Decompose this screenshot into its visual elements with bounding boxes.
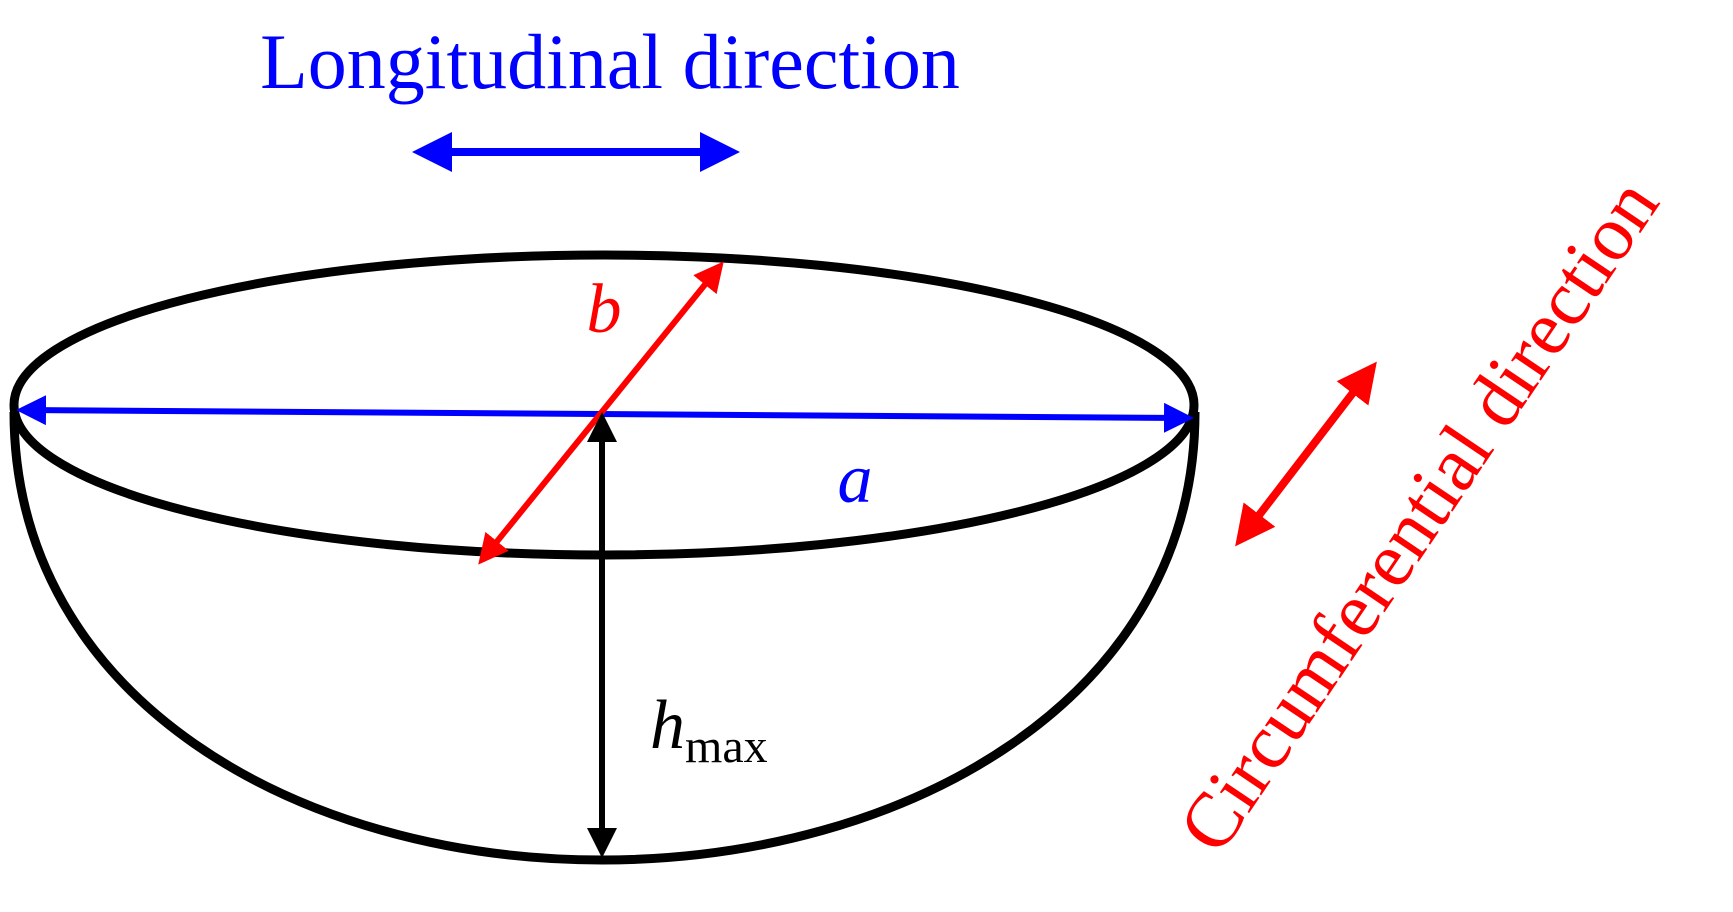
- circumferential-direction-label: Circumferential direction: [1161, 163, 1675, 867]
- defect-bowl-body: [9, 411, 1200, 865]
- dimension-hmax-h: h: [650, 687, 685, 764]
- dimension-hmax-label: hmax: [650, 687, 768, 773]
- dimension-b-label: b: [587, 271, 622, 348]
- dimension-hmax-subscript: max: [685, 720, 768, 773]
- dimension-a-label: a: [838, 441, 873, 518]
- longitudinal-direction-label: Longitudinal direction: [260, 18, 960, 105]
- circumferential-direction-arrow: [1235, 361, 1377, 547]
